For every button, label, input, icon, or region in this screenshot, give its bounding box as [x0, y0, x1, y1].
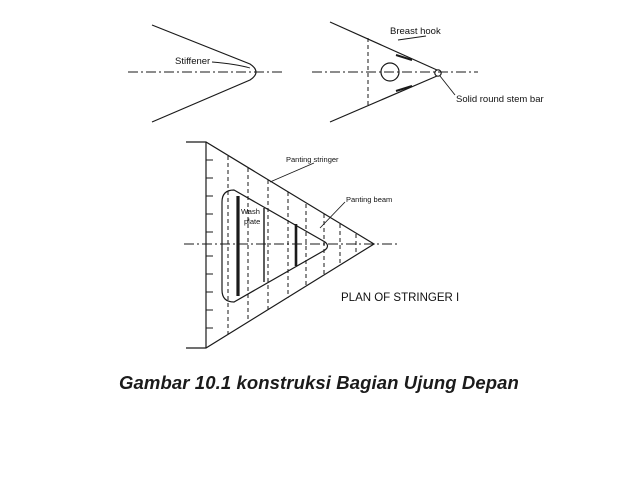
stiffener-label: Stiffener	[175, 56, 210, 67]
frame-lines	[227, 156, 357, 334]
bow-construction-diagram: Stiffener Breast hook Solid round stem b…	[128, 21, 544, 349]
stem-bar-leader	[439, 75, 456, 96]
wash-plate-label-1: Wash	[241, 207, 260, 216]
panting-beam-leader	[319, 201, 346, 229]
stem-bar-circle	[434, 69, 442, 77]
breast-hook-detail	[312, 21, 478, 123]
panting-stringer-leader	[269, 162, 315, 183]
breast-hook-label: Breast hook	[390, 26, 441, 37]
plan-title: PLAN OF STRINGER I	[341, 292, 459, 304]
stem-bar-label: Solid round stem bar	[456, 94, 544, 105]
stringer-plan	[184, 141, 400, 349]
hull-side-lower	[329, 75, 438, 123]
panting-stringer-label: Panting stringer	[286, 155, 339, 164]
breast-hook-hole	[380, 62, 400, 82]
breast-hook-leader	[397, 35, 427, 41]
hull-outline	[186, 141, 376, 349]
figure-caption: Gambar 10.1 konstruksi Bagian Ujung Depa…	[119, 372, 519, 393]
stringer-opening	[221, 189, 329, 303]
panting-beam-label: Panting beam	[346, 195, 392, 204]
hull-side-upper	[329, 21, 438, 71]
stiffener-leader	[211, 61, 251, 69]
wash-plate-label-2: plate	[244, 217, 260, 226]
stiffener-detail	[128, 24, 282, 123]
hull-side-lines	[151, 24, 257, 123]
shell-ticks	[206, 159, 213, 329]
breast-hook-flange	[395, 54, 413, 92]
